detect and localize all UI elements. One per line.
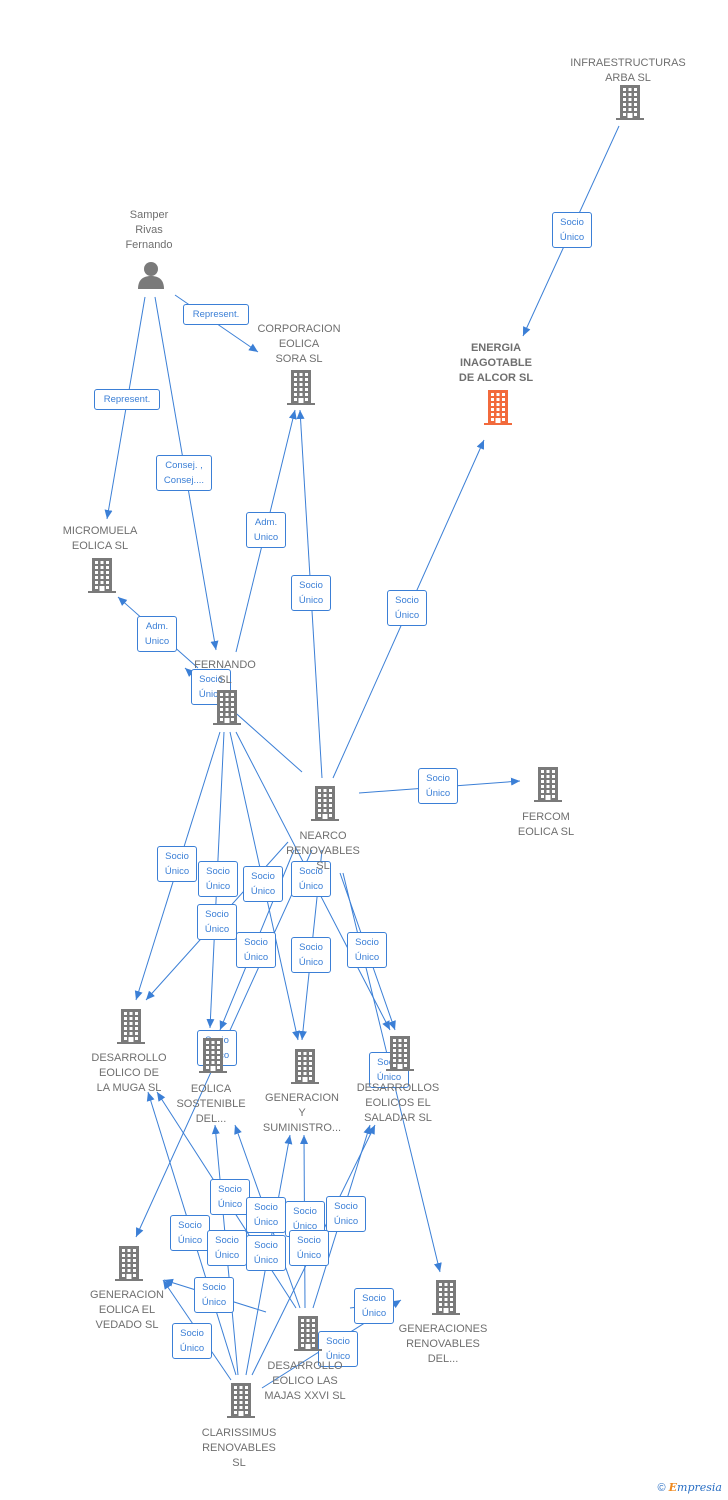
edge-label-fernando-to-micromuela[interactable]: Adm. Unico <box>137 616 177 652</box>
person-icon[interactable] <box>136 260 166 295</box>
node-label: FERCOM EOLICA SL <box>517 811 575 838</box>
edge-label-fernando-to-saladar[interactable]: Socio Único <box>197 904 237 940</box>
edge-label-nearco-to-energia[interactable]: Socio Único <box>387 590 427 626</box>
brand-logo[interactable]: Empresia <box>669 1481 722 1494</box>
edge-label-majas-to-saladar[interactable]: Socio Único <box>289 1230 329 1266</box>
edge-label-nearco-to-corp[interactable]: Socio Único <box>291 575 331 611</box>
node-samper[interactable]: Samper Rivas Fernando <box>89 208 209 253</box>
edge-label-nearco-to-sostenible[interactable]: Socio Único <box>236 932 276 968</box>
edge-label-majas-to-muga[interactable]: Socio Único <box>210 1179 250 1215</box>
edge-label-clarissimus-to-saladar[interactable]: Socio Único <box>326 1196 366 1232</box>
edge-label-nearco-to-saladar[interactable]: Socio Único <box>347 932 387 968</box>
brand-rest: mpresia <box>677 1481 722 1494</box>
edge-label-majas-to-sostenible[interactable]: Socio Único <box>246 1197 286 1233</box>
edge-label-nearco-to-vedado[interactable]: Socio Único <box>291 861 331 897</box>
building-icon[interactable] <box>210 689 244 730</box>
building-icon[interactable] <box>224 1382 258 1423</box>
edge-label-clarissimus-to-muga[interactable]: Socio Único <box>170 1215 210 1251</box>
building-icon[interactable] <box>288 1048 322 1089</box>
node-label: MICROMUELA EOLICA SL <box>62 525 138 552</box>
building-icon[interactable] <box>531 766 565 807</box>
node-generacion[interactable]: GENERACION Y SUMINISTRO... <box>242 1091 362 1136</box>
node-label: CORPORACION EOLICA SORA SL <box>257 323 341 365</box>
node-label: Samper Rivas Fernando <box>125 209 173 251</box>
node-infra[interactable]: INFRAESTRUCTURAS ARBA SL <box>568 56 688 86</box>
edge-label-fernando-to-corp[interactable]: Adm. Unico <box>246 512 286 548</box>
node-saladar[interactable]: DESARROLLOS EOLICOS EL SALADAR SL <box>338 1081 458 1126</box>
node-micromuela[interactable]: MICROMUELA EOLICA SL <box>40 524 160 554</box>
node-fernando[interactable]: FERNANDO SL <box>165 658 285 688</box>
node-label: DESARROLLO EOLICO LAS MAJAS XXVI SL <box>264 1360 346 1402</box>
edge-label-nearco-to-fercom[interactable]: Socio Único <box>418 768 458 804</box>
edge-label-majas-to-generaciones[interactable]: Socio Único <box>354 1288 394 1324</box>
node-label: DESARROLLOS EOLICOS EL SALADAR SL <box>356 1082 440 1124</box>
building-icon[interactable] <box>383 1035 417 1076</box>
edge-label-clarissimus-to-sostenible[interactable]: Socio Único <box>207 1230 247 1266</box>
building-icon[interactable] <box>308 785 342 826</box>
brand-initial: E <box>668 1481 678 1494</box>
building-icon[interactable] <box>85 557 119 598</box>
node-label: GENERACION Y SUMINISTRO... <box>262 1092 342 1134</box>
node-label: FERNANDO SL <box>194 659 256 686</box>
edge-label-nearco-to-generacion[interactable]: Socio Único <box>291 937 331 973</box>
node-label: EOLICA SOSTENIBLE DEL... <box>176 1083 246 1125</box>
edge-label-samper-to-micromuela[interactable]: Represent. <box>94 388 160 410</box>
building-icon[interactable] <box>429 1279 463 1320</box>
edge-label-fernando-to-muga[interactable]: Socio Único <box>157 846 197 882</box>
edge-label-nearco-to-muga[interactable]: Socio Único <box>198 861 238 897</box>
edge-label-clarissimus-to-generacion[interactable]: Socio Único <box>246 1235 286 1271</box>
node-label: DESARROLLO EOLICO DE LA MUGA SL <box>91 1052 167 1094</box>
copyright-symbol: © <box>657 1482 666 1494</box>
node-label: GENERACIONES RENOVABLES DEL... <box>398 1323 488 1365</box>
node-majas[interactable]: DESARROLLO EOLICO LAS MAJAS XXVI SL <box>245 1359 365 1404</box>
building-icon[interactable] <box>196 1037 230 1078</box>
edge-label-samper-to-corp[interactable]: Represent. <box>183 303 249 325</box>
building-icon[interactable] <box>114 1008 148 1049</box>
edge-label-samper-to-fernando[interactable]: Consej. , Consej.... <box>156 455 212 491</box>
node-energia[interactable]: ENERGIA INAGOTABLE DE ALCOR SL <box>436 341 556 386</box>
edge-label-infra-to-energia[interactable]: Socio Único <box>552 212 592 248</box>
node-vedado[interactable]: GENERACION EOLICA EL VEDADO SL <box>67 1288 187 1333</box>
edge-label-fernando-to-generacion[interactable]: Socio Único <box>243 866 283 902</box>
node-fercom[interactable]: FERCOM EOLICA SL <box>486 810 606 840</box>
node-label: NEARCO RENOVABLES SL <box>286 830 360 872</box>
edge-label-majas-to-vedado[interactable]: Socio Único <box>172 1323 212 1359</box>
building-icon[interactable] <box>291 1315 325 1356</box>
node-label: INFRAESTRUCTURAS ARBA SL <box>570 57 686 84</box>
node-nearco[interactable]: NEARCO RENOVABLES SL <box>263 829 383 874</box>
building-icon[interactable] <box>481 389 515 430</box>
node-label: ENERGIA INAGOTABLE DE ALCOR SL <box>458 342 534 384</box>
building-icon[interactable] <box>284 369 318 410</box>
node-sostenible[interactable]: EOLICA SOSTENIBLE DEL... <box>151 1082 271 1127</box>
node-corp[interactable]: CORPORACION EOLICA SORA SL <box>239 322 359 367</box>
node-clarissimus[interactable]: CLARISSIMUS RENOVABLES SL <box>179 1426 299 1471</box>
building-icon[interactable] <box>112 1245 146 1286</box>
edge-label-clarissimus-to-vedado[interactable]: Socio Único <box>194 1277 234 1313</box>
credit: © Empresia <box>657 1481 722 1494</box>
node-muga[interactable]: DESARROLLO EOLICO DE LA MUGA SL <box>69 1051 189 1096</box>
node-label: GENERACION EOLICA EL VEDADO SL <box>90 1289 164 1331</box>
node-generaciones[interactable]: GENERACIONES RENOVABLES DEL... <box>383 1322 503 1367</box>
building-icon[interactable] <box>613 84 647 125</box>
node-label: CLARISSIMUS RENOVABLES SL <box>201 1427 277 1469</box>
